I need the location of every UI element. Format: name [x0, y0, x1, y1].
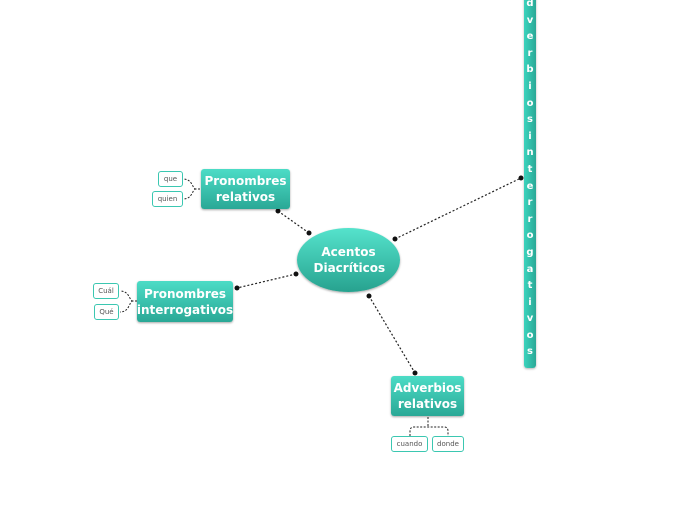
leaf-cuando[interactable]: cuando: [391, 436, 428, 452]
topic-label: Adverbios relativos: [393, 381, 462, 411]
topic-label: Pronombres relativos: [204, 174, 287, 204]
leaf-quien[interactable]: quien: [152, 191, 183, 207]
topic-pronombres-relativos[interactable]: Pronombres relativos: [201, 169, 290, 209]
topic-adverbios-interrogativos[interactable]: dverbiosinterrogativos: [524, 0, 536, 368]
leaf-donde[interactable]: donde: [432, 436, 464, 452]
central-topic-node[interactable]: Acentos Diacríticos: [297, 228, 400, 292]
topic-label: Pronombres interrogativos: [136, 286, 234, 317]
topic-adverbios-relativos[interactable]: Adverbios relativos: [391, 376, 464, 416]
leaf-que[interactable]: que: [158, 171, 183, 187]
leaf-que-interrogativo[interactable]: Qué: [94, 304, 119, 320]
leaf-cual[interactable]: Cuál: [93, 283, 119, 299]
topic-pronombres-interrogativos[interactable]: Pronombres interrogativos: [137, 281, 233, 322]
central-topic-label: Acentos Diacríticos: [313, 245, 386, 275]
topic-label: dverbiosinterrogativos: [526, 0, 534, 358]
